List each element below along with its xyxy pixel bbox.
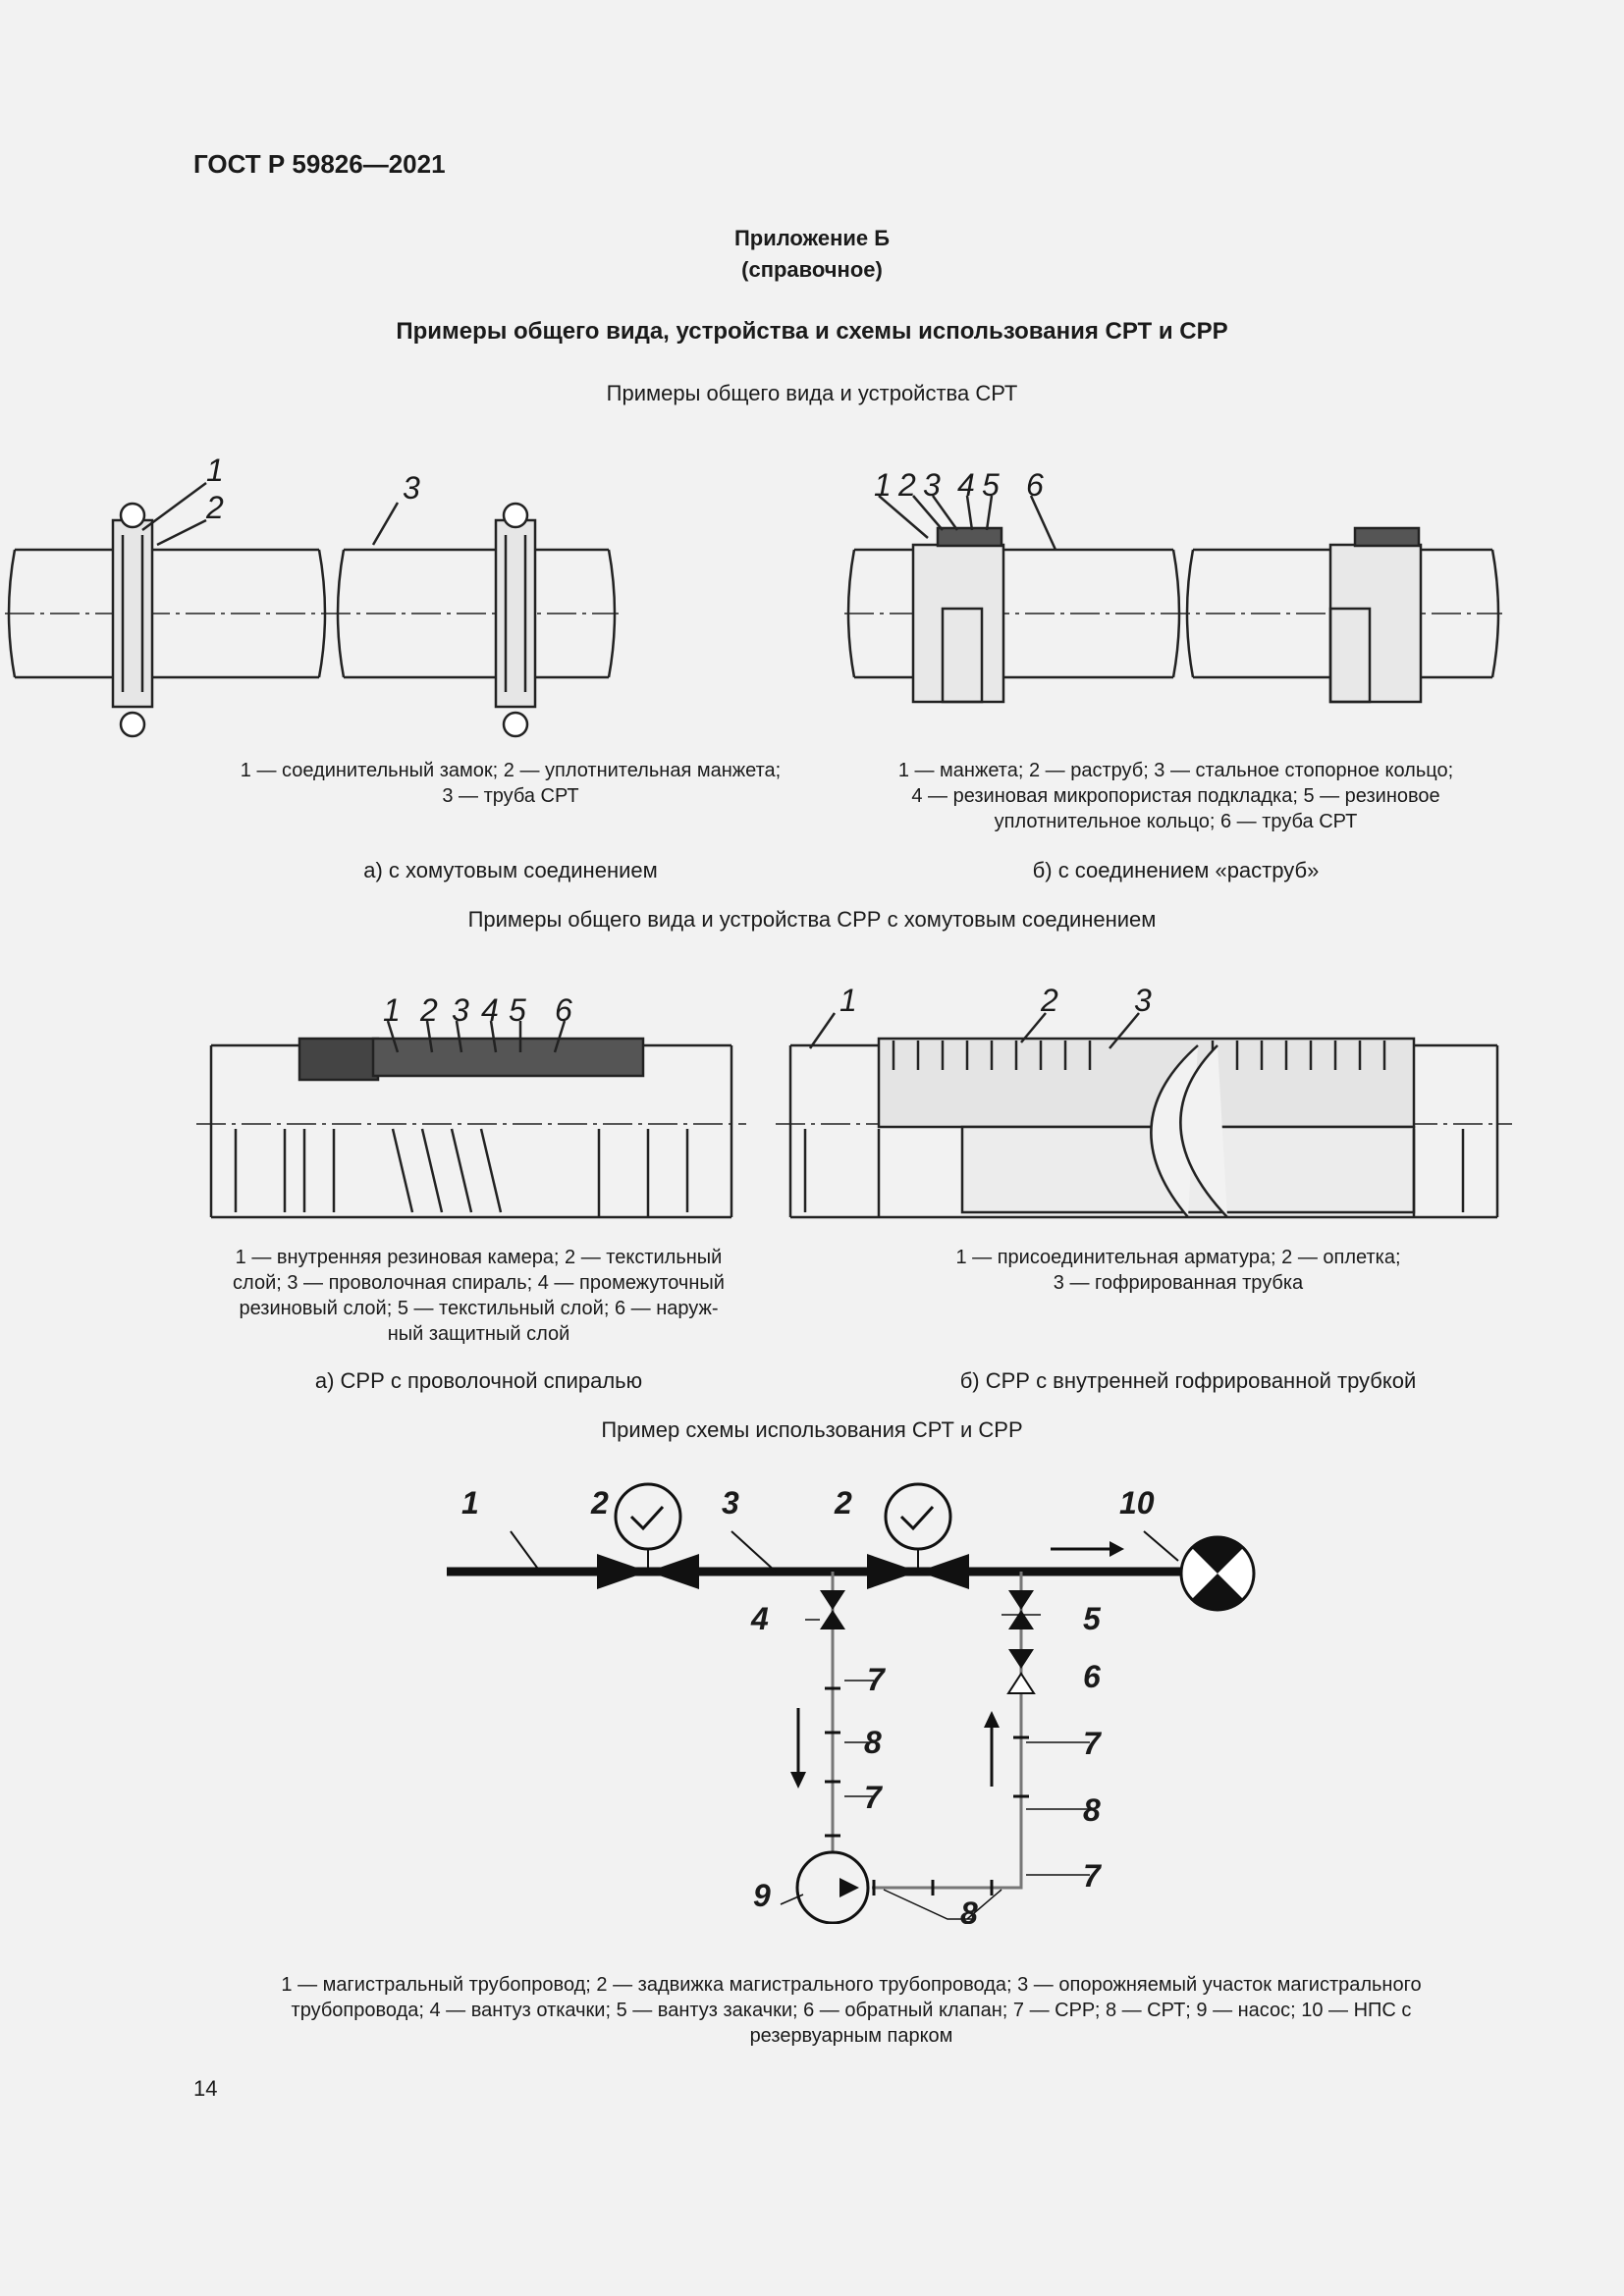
label-3: 3 xyxy=(1134,983,1152,1018)
sublabel-2a: а) СРР с проволочной спиралью xyxy=(314,1368,643,1393)
appendix-subtitle: (справочное) xyxy=(741,257,883,282)
document-code: ГОСТ Р 59826—2021 xyxy=(193,149,446,179)
label-5: 5 xyxy=(982,467,1000,503)
caption-line: 4 — резиновая микропористая подкладка; 5… xyxy=(911,785,1440,807)
legend-line: трубопровода; 4 — вантуз откачки; 5 — ва… xyxy=(291,2000,1412,2021)
caption-2b: 1 — присоединительная арматура; 2 — опле… xyxy=(864,1245,1492,1296)
caption-2a: 1 — внутренняя резиновая камера; 2 — тек… xyxy=(206,1245,751,1347)
caption-1a: 1 — соединительный замок; 2 — уплотнител… xyxy=(206,758,815,809)
page-number: 14 xyxy=(193,2076,218,2101)
label-1: 1 xyxy=(383,992,401,1028)
section2-title: Примеры общего вида и устройства СРР с х… xyxy=(467,907,1157,932)
label-4: 4 xyxy=(481,992,499,1028)
label-2: 2 xyxy=(205,490,224,525)
legend-line: 1 — магистральный трубопровод; 2 — задви… xyxy=(281,1974,1422,1996)
label-3: 3 xyxy=(923,467,941,503)
figure-srt-socket: 1 2 3 4 5 6 xyxy=(844,467,1502,704)
section3-title: Пример схемы использования СРТ и СРР xyxy=(601,1417,1023,1442)
label-3: 3 xyxy=(452,992,469,1028)
label-8: 8 xyxy=(864,1725,882,1760)
label-4: 4 xyxy=(750,1601,769,1636)
caption-line: слой; 3 — проволочная спираль; 4 — проме… xyxy=(233,1272,725,1294)
label-9: 9 xyxy=(753,1878,771,1913)
caption-line: 1 — внутренняя резиновая камера; 2 — тек… xyxy=(235,1247,723,1268)
label-4: 4 xyxy=(957,467,975,503)
label-7: 7 xyxy=(1083,1858,1103,1894)
section1-title: Примеры общего вида и устройства СРТ xyxy=(606,381,1018,405)
usage-scheme: 1 2 3 2 10 4 5 6 7 8 7 7 8 7 9 8 xyxy=(447,1482,1256,1924)
caption-line: 1 — соединительный замок; 2 — уплотнител… xyxy=(240,760,782,781)
label-6: 6 xyxy=(555,992,572,1028)
label-8: 8 xyxy=(1083,1792,1101,1828)
label-2: 2 xyxy=(834,1485,852,1521)
appendix-title: Приложение Б xyxy=(733,226,891,250)
label-2: 2 xyxy=(590,1485,609,1521)
label-7: 7 xyxy=(864,1780,884,1815)
label-6: 6 xyxy=(1026,467,1044,503)
figure-srt-clamp: 1 2 3 xyxy=(5,453,619,738)
label-1: 1 xyxy=(206,453,224,488)
caption-line: ный защитный слой xyxy=(387,1323,570,1345)
scheme-legend: 1 — магистральный трубопровод; 2 — задви… xyxy=(193,1972,1509,2049)
label-8: 8 xyxy=(960,1896,978,1924)
sublabel-1a: а) с хомутовым соединением xyxy=(363,858,658,882)
label-5: 5 xyxy=(1083,1601,1102,1636)
sublabel-2b: б) СРР с внутренней гофрированной трубко… xyxy=(959,1368,1417,1393)
caption-line: уплотнительное кольцо; 6 — труба СРТ xyxy=(994,811,1358,832)
label-1: 1 xyxy=(461,1485,479,1521)
sublabel-1b: б) с соединением «раструб» xyxy=(1032,858,1320,882)
label-3: 3 xyxy=(403,470,420,506)
caption-line: 1 — присоединительная арматура; 2 — опле… xyxy=(955,1247,1401,1268)
caption-line: резиновый слой; 5 — текстильный слой; 6 … xyxy=(239,1298,719,1319)
label-2: 2 xyxy=(1040,983,1058,1018)
label-2: 2 xyxy=(419,992,438,1028)
label-7: 7 xyxy=(867,1662,887,1697)
caption-line: 3 — гофрированная трубка xyxy=(1053,1272,1304,1294)
main-title: Примеры общего вида, устройства и схемы … xyxy=(396,318,1228,345)
label-6: 6 xyxy=(1083,1659,1101,1694)
legend-line: резервуарным парком xyxy=(749,2025,953,2047)
caption-line: 1 — манжета; 2 — раструб; 3 — стальное с… xyxy=(897,760,1454,781)
label-2: 2 xyxy=(897,467,916,503)
label-3: 3 xyxy=(722,1485,739,1521)
figure-srr-spiral: 1 2 3 4 5 6 xyxy=(196,992,746,1219)
label-10: 10 xyxy=(1119,1485,1155,1521)
label-1: 1 xyxy=(839,983,857,1018)
label-7: 7 xyxy=(1083,1726,1103,1761)
label-5: 5 xyxy=(509,992,526,1028)
figure-srr-corrugated: 1 2 3 xyxy=(776,983,1512,1219)
caption-1b: 1 — манжета; 2 — раструб; 3 — стальное с… xyxy=(859,758,1492,834)
caption-line: 3 — труба СРТ xyxy=(442,785,579,807)
label-1: 1 xyxy=(874,467,892,503)
